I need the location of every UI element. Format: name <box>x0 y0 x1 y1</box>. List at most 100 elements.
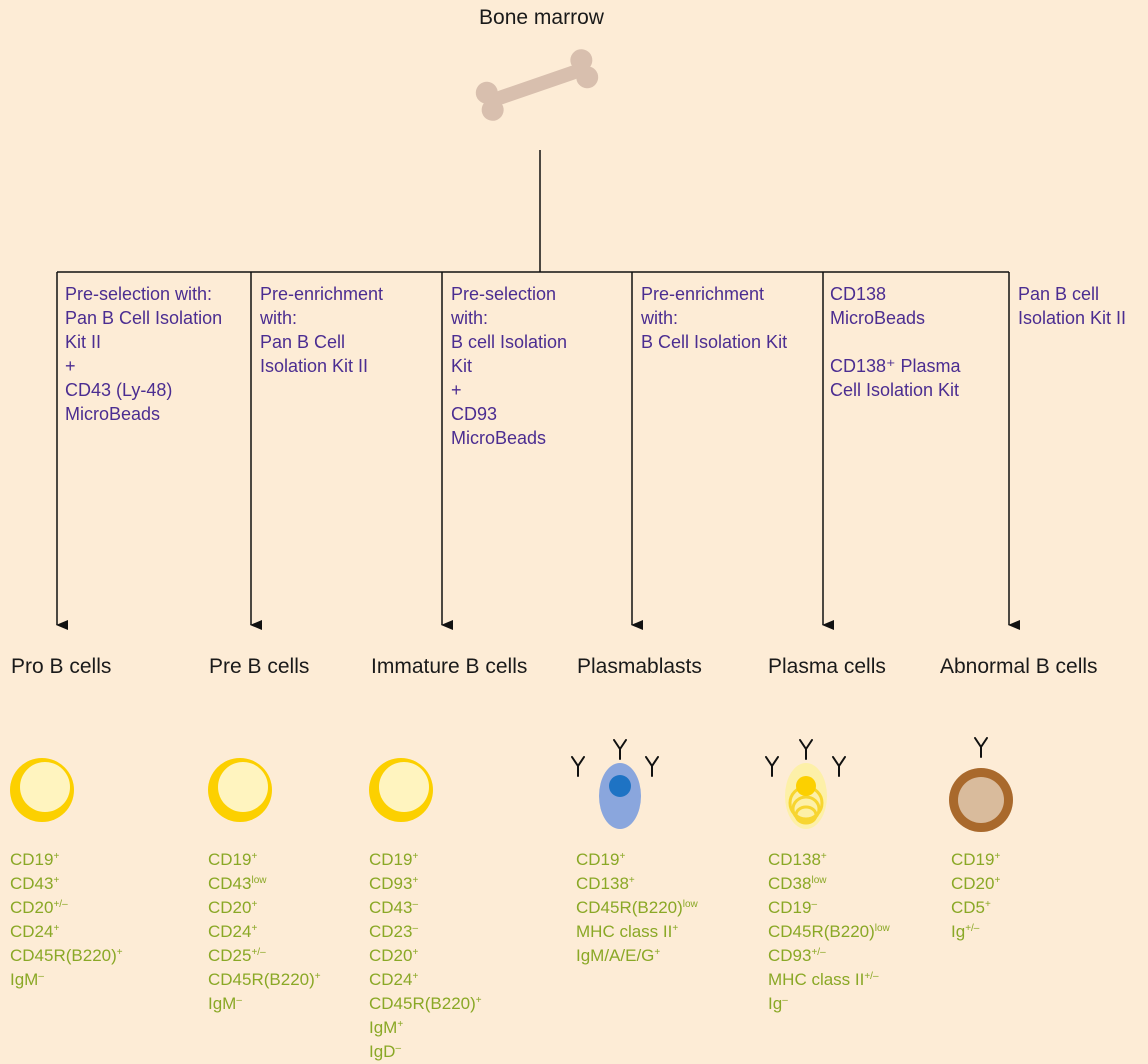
marker-name: CD20 <box>10 898 54 917</box>
method-line: MicroBeads <box>65 404 161 424</box>
page-title: Bone marrow <box>479 6 604 29</box>
marker-expression: – <box>811 899 818 910</box>
marker-name: CD19 <box>10 850 54 869</box>
marker-name: IgM <box>369 1018 398 1037</box>
method-line: MicroBeads <box>830 308 926 328</box>
antibody-icon <box>645 756 659 777</box>
marker-expression: + <box>994 875 1001 886</box>
antibody-icon <box>832 756 846 777</box>
method-line: CD93 <box>451 404 498 424</box>
marker-item: CD45R(B220)low <box>768 920 890 944</box>
pro-b-cell-icon <box>10 758 74 822</box>
marker-item: CD19+ <box>576 848 698 872</box>
marker-item: CD43low <box>208 872 321 896</box>
marker-item: IgM/A/E/G+ <box>576 944 698 968</box>
antibody-icon <box>799 739 813 760</box>
marker-expression: +/– <box>864 971 879 982</box>
cell-type-name: Abnormal B cells <box>940 655 1098 678</box>
method-line: Kit <box>451 356 473 376</box>
method-line: Pre-selection <box>451 284 557 304</box>
marker-name: CD45R(B220) <box>208 970 315 989</box>
marker-name: CD20 <box>369 946 413 965</box>
marker-name: CD19 <box>576 850 620 869</box>
marker-name: IgM <box>208 994 237 1013</box>
marker-name: CD45R(B220) <box>576 898 683 917</box>
marker-name: CD38 <box>768 874 812 893</box>
marker-name: CD43 <box>208 874 252 893</box>
marker-expression: + <box>116 947 123 958</box>
marker-item: CD20+ <box>208 896 321 920</box>
marker-expression: low <box>682 899 698 910</box>
method-line: with: <box>451 308 489 328</box>
marker-item: CD24+ <box>369 968 482 992</box>
marker-name: CD19 <box>208 850 252 869</box>
marker-item: IgD– <box>369 1040 482 1064</box>
marker-expression: + <box>397 1019 404 1030</box>
marker-item: IgM– <box>208 992 321 1016</box>
marker-item: CD93+ <box>369 872 482 896</box>
marker-expression: +/– <box>811 947 826 958</box>
marker-item: CD20+/– <box>10 896 123 920</box>
marker-item: MHC class II+ <box>576 920 698 944</box>
marker-item: MHC class II+/– <box>768 968 890 992</box>
antibody-icon <box>613 739 627 760</box>
marker-expression: – <box>412 923 419 934</box>
marker-item: IgM– <box>10 968 123 992</box>
method-line: Kit II <box>65 332 102 352</box>
marker-expression: + <box>820 851 827 862</box>
plasmablast-icon <box>571 739 659 829</box>
marker-item: CD43– <box>369 896 482 920</box>
marker-expression: + <box>672 923 679 934</box>
method-line: Cell Isolation Kit <box>830 380 960 400</box>
marker-expression: low <box>874 923 890 934</box>
marker-expression: – <box>236 995 242 1006</box>
marker-name: IgM <box>10 970 39 989</box>
marker-name: CD43 <box>10 874 54 893</box>
marker-expression: +/– <box>53 899 68 910</box>
method-line: CD138 <box>830 284 887 304</box>
marker-item: CD138+ <box>768 848 890 872</box>
marker-name: MHC class II <box>768 970 865 989</box>
marker-name: CD43 <box>369 898 413 917</box>
marker-expression: + <box>654 947 661 958</box>
method-line: Pre-enrichment <box>260 284 384 304</box>
cell-type-name: Plasma cells <box>768 655 886 678</box>
method-line: Isolation Kit II <box>1018 308 1127 328</box>
method-line: B cell Isolation <box>451 332 568 352</box>
method-line: Pre-selection with: <box>65 284 213 304</box>
marker-item: CD19+ <box>10 848 123 872</box>
antibody-icon <box>571 756 585 777</box>
marker-name: IgM/A/E/G <box>576 946 655 965</box>
marker-name: CD24 <box>10 922 54 941</box>
abnormal-b-cell-icon <box>949 737 1013 832</box>
marker-list: CD19+CD93+CD43–CD23–CD20+CD24+CD45R(B220… <box>369 848 482 1064</box>
marker-item: CD24+ <box>208 920 321 944</box>
pre-b-cell-icon <box>208 758 272 822</box>
marker-name: CD24 <box>208 922 252 941</box>
marker-name: CD93 <box>768 946 812 965</box>
method-line: with: <box>260 308 298 328</box>
marker-expression: + <box>251 923 258 934</box>
marker-expression: – <box>412 899 419 910</box>
marker-name: CD138 <box>768 850 821 869</box>
marker-item: Ig– <box>768 992 890 1016</box>
marker-expression: + <box>619 851 626 862</box>
method-line: with: <box>641 308 679 328</box>
marker-expression: + <box>53 875 60 886</box>
marker-item: CD19+ <box>369 848 482 872</box>
method-line: MicroBeads <box>451 428 547 448</box>
marker-expression: – <box>38 971 44 982</box>
marker-expression: low <box>251 875 267 886</box>
marker-name: CD45R(B220) <box>10 946 117 965</box>
marker-expression: + <box>251 899 258 910</box>
marker-expression: + <box>412 851 419 862</box>
marker-expression: +/– <box>965 923 980 934</box>
marker-expression: + <box>412 971 419 982</box>
